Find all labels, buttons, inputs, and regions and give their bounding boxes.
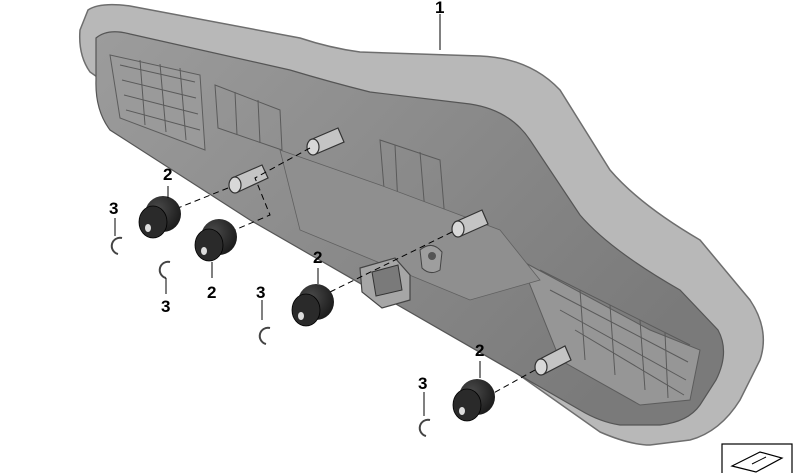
grommet: [291, 284, 334, 327]
callout-label: 2: [313, 248, 322, 267]
mounting-studs: [228, 127, 572, 376]
callout-label: 2: [475, 341, 484, 360]
callout-label: 3: [161, 297, 170, 316]
stud: [451, 209, 489, 238]
grommet: [452, 379, 495, 422]
stud: [306, 127, 345, 156]
connector-socket: [359, 245, 443, 309]
callout-label: 3: [109, 199, 118, 218]
callout-label: 2: [163, 165, 172, 184]
stud: [228, 164, 269, 194]
housing-center-panel: [279, 149, 541, 301]
part-symbol-icon: [721, 443, 793, 473]
callout-label: 3: [418, 374, 427, 393]
grommet: [194, 219, 237, 262]
grommet: [138, 196, 181, 239]
callout-leaders: [114, 14, 481, 416]
housing-ribs-left: [119, 59, 283, 151]
callout-label: 1: [435, 0, 444, 17]
stud: [534, 345, 572, 376]
callouts: 1 2 2 2 2 3 3 3 3: [109, 0, 484, 393]
retaining-clip: [110, 236, 431, 437]
callout-label: 2: [207, 283, 216, 302]
callout-label: 3: [256, 283, 265, 302]
assembly-lines: [177, 147, 536, 396]
housing-ribs-right: [379, 139, 691, 399]
